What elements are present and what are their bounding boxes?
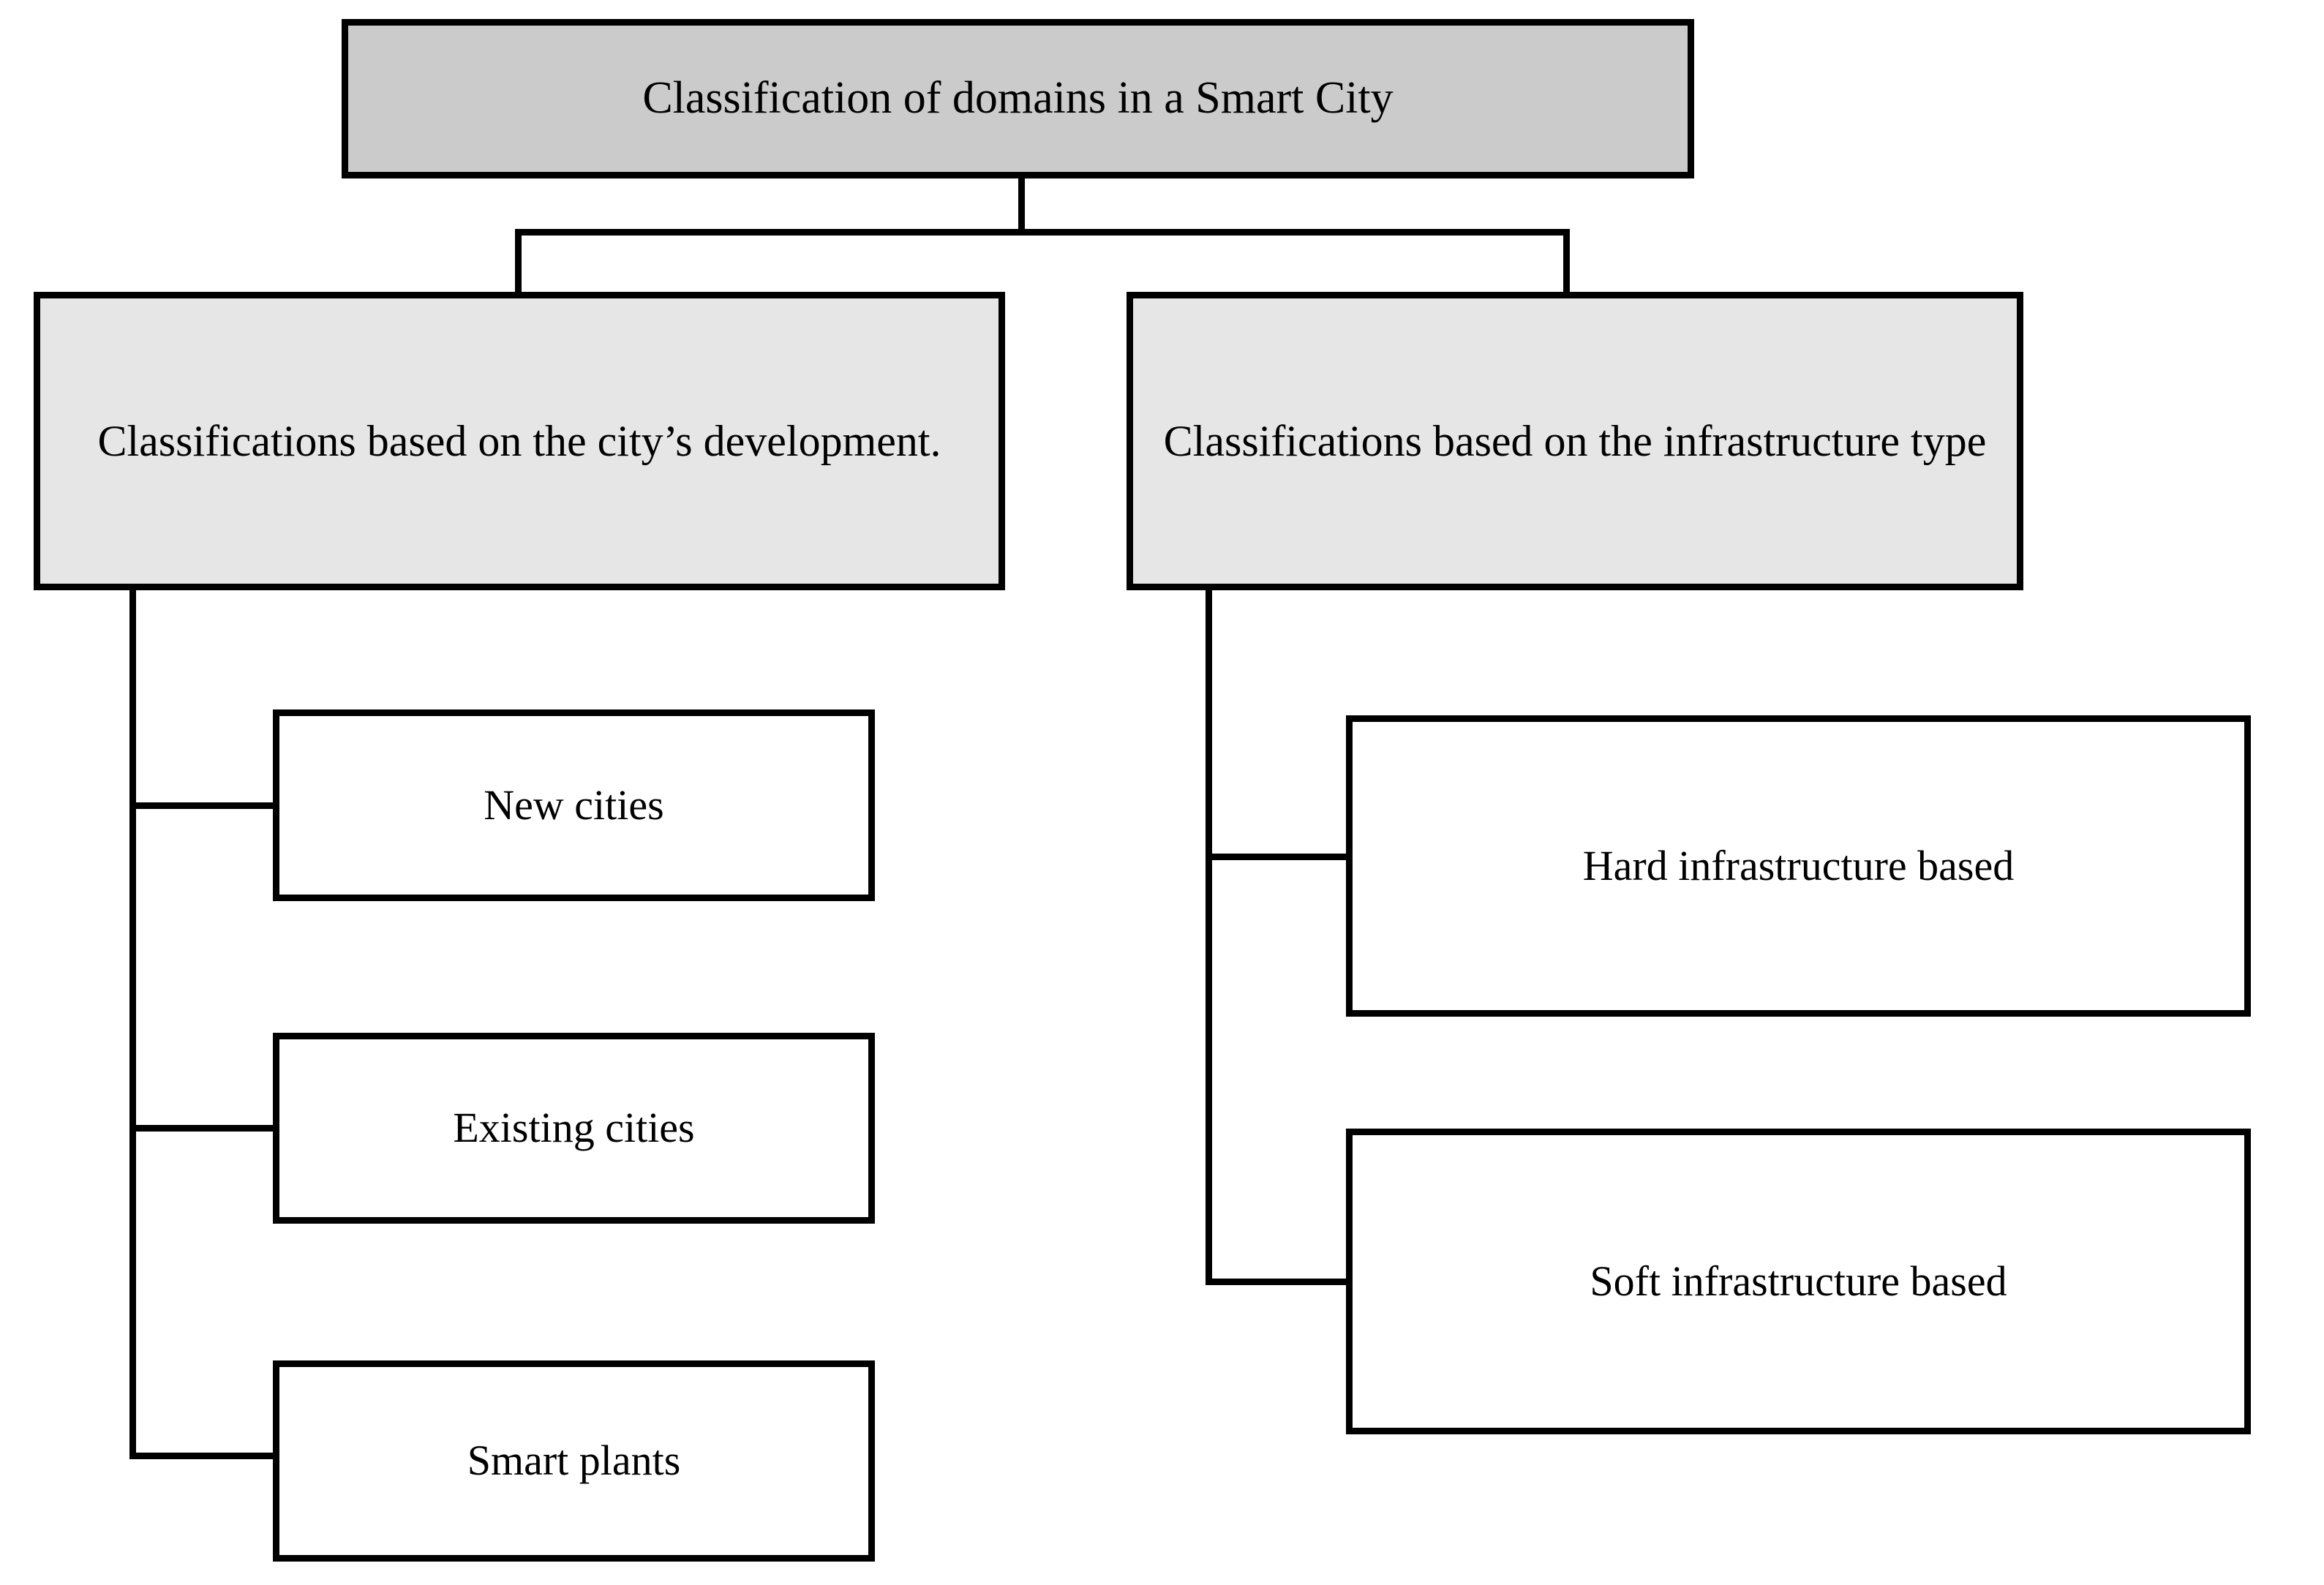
leaf-node-smart-plants[interactable]: Smart plants	[273, 1360, 875, 1562]
connector-branch-1-to-child-3	[129, 1453, 279, 1459]
branch-node-city-development-label: Classifications based on the city’s deve…	[97, 416, 941, 465]
connector-root-stem	[1018, 178, 1025, 234]
root-node-label: Classification of domains in a Smart Cit…	[642, 73, 1394, 124]
leaf-node-existing-cities[interactable]: Existing cities	[273, 1033, 875, 1224]
connector-branch-1-spine	[129, 584, 136, 1459]
branch-node-infrastructure-type-label: Classifications based on the infrastruct…	[1163, 416, 1987, 465]
leaf-node-smart-plants-label: Smart plants	[467, 1437, 681, 1485]
connector-branch-2-to-child-1	[1206, 854, 1352, 860]
connector-root-bar	[515, 229, 1570, 236]
leaf-node-hard-infrastructure[interactable]: Hard infrastructure based	[1346, 715, 2251, 1017]
root-node[interactable]: Classification of domains in a Smart Cit…	[342, 19, 1694, 178]
leaf-node-soft-infrastructure[interactable]: Soft infrastructure based	[1346, 1129, 2251, 1434]
leaf-node-hard-infrastructure-label: Hard infrastructure based	[1582, 841, 2015, 889]
leaf-node-new-cities[interactable]: New cities	[273, 709, 875, 901]
connector-root-to-branch-2	[1563, 229, 1570, 296]
leaf-node-existing-cities-label: Existing cities	[453, 1104, 695, 1152]
branch-node-city-development[interactable]: Classifications based on the city’s deve…	[34, 292, 1005, 590]
leaf-node-new-cities-label: New cities	[484, 780, 664, 829]
connector-branch-2-to-child-2	[1206, 1279, 1352, 1285]
connector-branch-1-to-child-2	[129, 1125, 279, 1132]
connector-root-to-branch-1	[515, 229, 522, 296]
leaf-node-soft-infrastructure-label: Soft infrastructure based	[1590, 1257, 2007, 1305]
branch-node-infrastructure-type[interactable]: Classifications based on the infrastruct…	[1127, 292, 2023, 590]
connector-branch-1-to-child-1	[129, 802, 279, 809]
connector-branch-2-spine	[1206, 584, 1212, 1285]
